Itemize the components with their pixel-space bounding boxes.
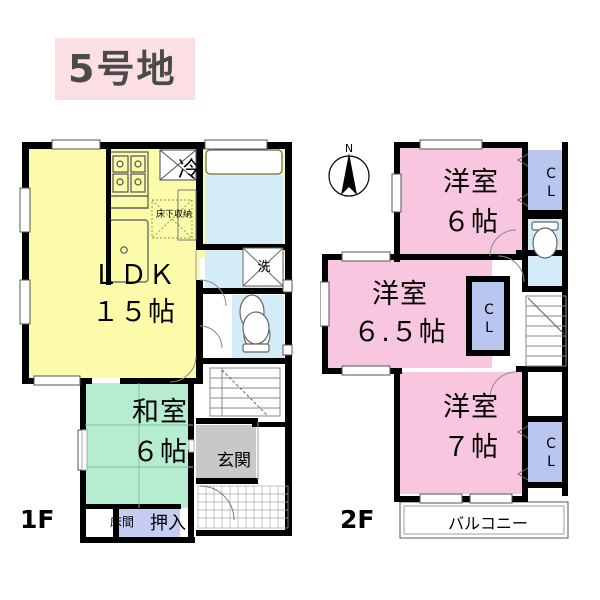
- svg-text:N: N: [345, 142, 353, 155]
- floor-plan-2f: [320, 130, 600, 560]
- floor-label-2f: 2F: [340, 505, 375, 534]
- floor-plan-1f: [0, 130, 320, 560]
- page-title: 5号地: [68, 47, 177, 91]
- floor-label-1f: 1F: [20, 505, 55, 534]
- north-arrow-icon: N: [327, 140, 371, 202]
- title-banner: [55, 38, 195, 100]
